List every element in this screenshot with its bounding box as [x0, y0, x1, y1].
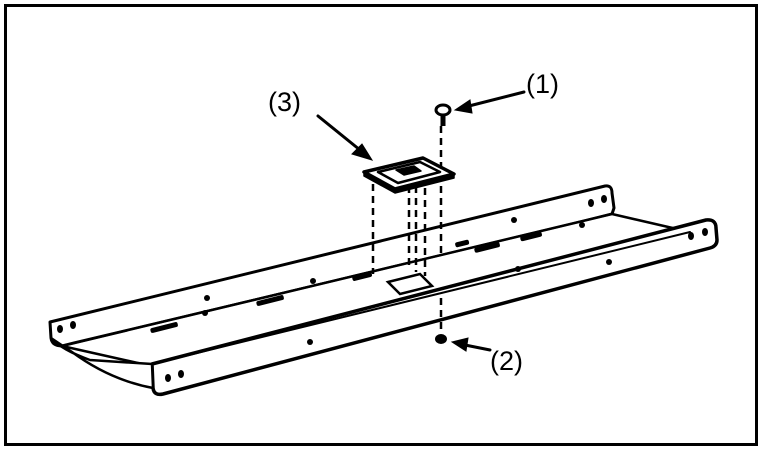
rail-left-end — [49, 336, 155, 390]
rail-holes — [57, 195, 708, 382]
callout-1-label: (1) — [526, 69, 559, 99]
leader-arrow-2 — [463, 343, 492, 352]
rail-floor — [60, 212, 692, 370]
leader-arrow-1 — [463, 90, 526, 109]
rail-front-flange — [150, 218, 719, 397]
leader-arrows — [316, 90, 526, 352]
nut — [435, 334, 447, 344]
callout-2-label: (2) — [490, 346, 523, 376]
leader-arrow-3 — [316, 114, 362, 152]
figure-border — [4, 4, 758, 446]
rail-cutout — [385, 272, 435, 296]
callout-3-label: (3) — [268, 87, 301, 117]
screw — [434, 103, 452, 126]
alignment-lines — [371, 126, 443, 330]
channel-rail — [48, 184, 719, 397]
mounting-plate — [362, 156, 456, 194]
